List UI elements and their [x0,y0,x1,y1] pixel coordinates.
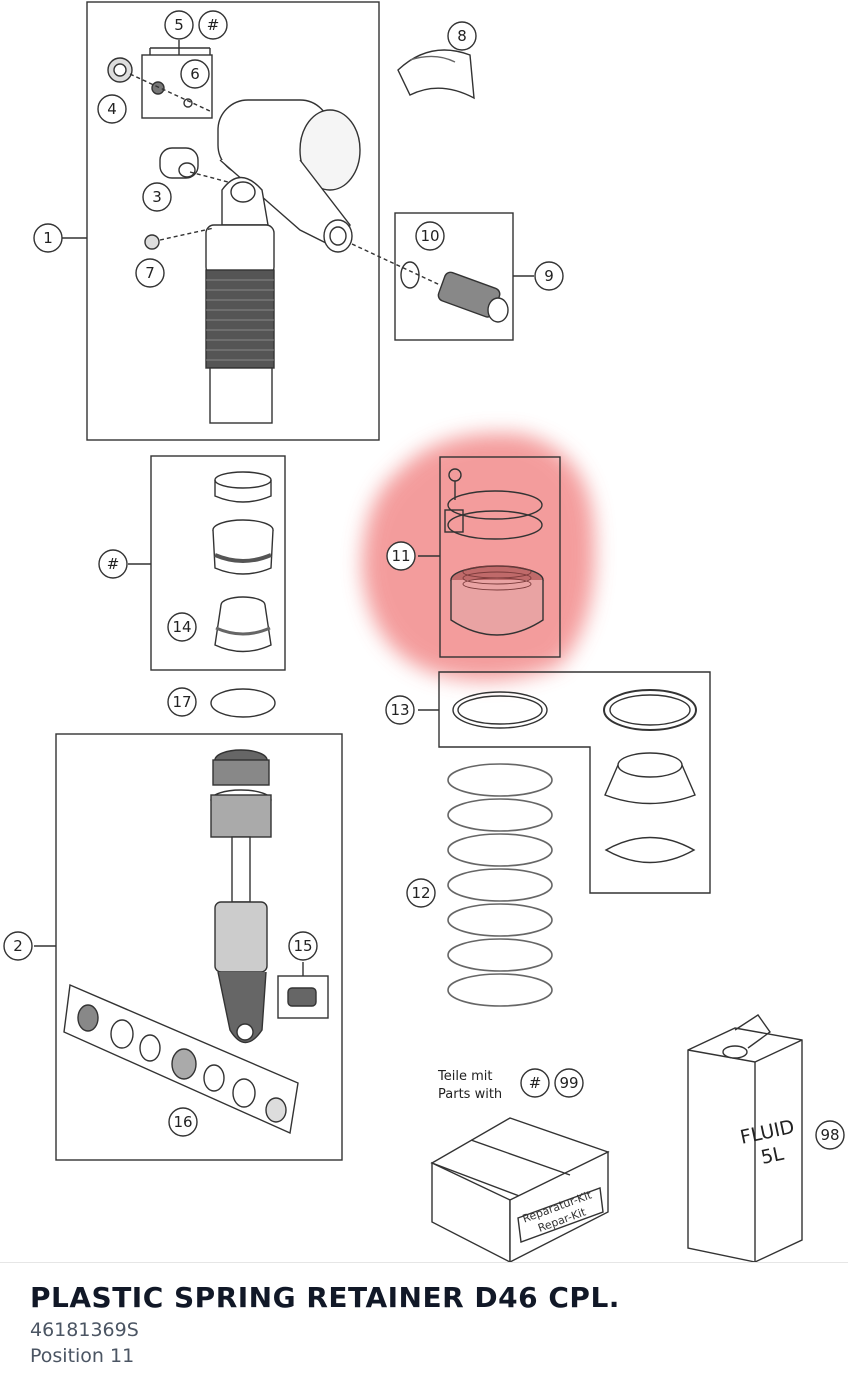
spring-retainer-drawing [444,468,544,636]
callout-1[interactable] [33,223,63,253]
exploded-parts-diagram: 1 2 3 4 5 # 6 7 8 9 10 11 12 13 # 14 15 … [3,1,845,1262]
callout-label: 11 [391,547,410,565]
group-box-hash [150,455,286,671]
callout-9[interactable] [534,261,564,291]
callout-15[interactable] [288,931,318,961]
kit-note-line2: Parts with [438,1087,502,1102]
callout-2[interactable] [3,931,33,961]
callout-label: 13 [390,701,409,719]
callout-label: 16 [173,1113,192,1131]
callout-label: 3 [152,188,162,206]
can-label-line2: 5L [759,1143,786,1169]
callout-label: 12 [411,884,430,902]
callout-label: 99 [559,1074,578,1092]
bolt-7 [144,234,160,250]
shim-parts-16 [77,1004,287,1123]
callout-12[interactable] [406,878,436,908]
fluid-can [687,1014,803,1262]
callout-99[interactable] [554,1068,584,1098]
callout-label: 2 [13,937,23,955]
kit-note-line1: Teile mit [437,1069,492,1084]
callout-label: # [207,16,220,34]
callout-label: 5 [174,16,184,34]
callout-label: 98 [820,1126,839,1144]
callout-13[interactable] [385,695,415,725]
group-box-13 [438,671,711,894]
seal-head-parts [212,471,274,653]
callout-3[interactable] [142,182,172,212]
callout-hash[interactable] [98,549,128,579]
callout-7[interactable] [135,258,165,288]
circlip-17 [210,688,276,718]
coil-spring-12 [447,763,553,1007]
damper-shaft-drawing [210,749,272,1044]
o-ring-10 [400,261,420,289]
callout-label: 14 [172,618,191,636]
decal-8 [397,49,475,100]
shock-body-drawing [205,176,275,424]
callout-label: 1 [43,229,53,247]
selected-part-panel: PLASTIC SPRING RETAINER D46 CPL. 4618136… [0,1262,848,1390]
callout-16[interactable] [168,1107,198,1137]
group-box-2 [55,733,343,1161]
valve-cartridge-9 [437,271,509,323]
callout-6[interactable] [180,59,210,89]
callout-8[interactable] [447,21,477,51]
callout-label: 10 [420,227,439,245]
callout-4[interactable] [97,94,127,124]
callout-98[interactable] [815,1120,845,1150]
repair-kit-box [430,1117,610,1262]
callout-label: 9 [544,267,554,285]
valve-5 [151,81,165,95]
callout-label: # [529,1074,542,1092]
callout-label: 7 [145,264,155,282]
callout-label: 17 [172,693,191,711]
callout-10[interactable] [415,221,445,251]
group-box-11 [439,456,561,658]
part-number: 46181369S [30,1319,139,1341]
callout-label: # [107,555,120,573]
reservoir-drawing [217,99,361,253]
callout-label: 8 [457,27,467,45]
callout-5[interactable] [164,10,194,40]
callout-11[interactable] [386,541,416,571]
callout-99-hash[interactable] [520,1068,550,1098]
group-box-16 [63,983,299,1135]
part-title: PLASTIC SPRING RETAINER D46 CPL. [30,1281,620,1314]
callout-label: 15 [293,937,312,955]
callout-label: 6 [190,65,200,83]
callout-14[interactable] [167,612,197,642]
part-position: Position 11 [30,1345,135,1367]
callout-5-hash[interactable] [198,10,228,40]
callout-label: 4 [107,100,117,118]
callout-17[interactable] [167,687,197,717]
bushing-3 [159,147,199,179]
group-box-1 [86,1,380,441]
group-box-6 [141,54,213,119]
